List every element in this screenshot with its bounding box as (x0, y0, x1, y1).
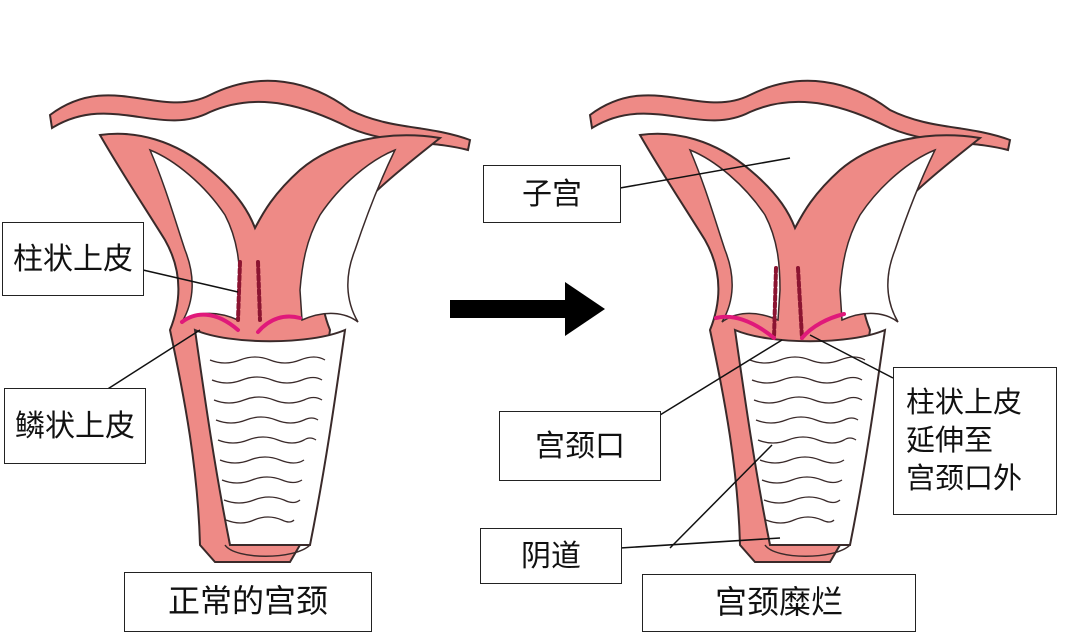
diagram-canvas (50, 80, 1010, 563)
normal-cervix-drawing (50, 80, 470, 563)
label-uterus-text: 子宫 (522, 176, 582, 212)
caption-erosion-text: 宫颈糜烂 (714, 583, 843, 622)
extension-line-1: 柱状上皮 (906, 385, 1023, 420)
extended-columnar-epithelium-mark (772, 266, 804, 340)
label-columnar-epithelium: 柱状上皮 (2, 222, 144, 296)
label-uterus: 子宫 (483, 165, 621, 223)
label-columnar-extension: 柱状上皮 延伸至 宫颈口外 (893, 367, 1057, 515)
extension-line-2: 延伸至 (906, 423, 994, 458)
label-vagina-text: 阴道 (521, 538, 581, 574)
extension-line-3: 宫颈口外 (906, 460, 1023, 495)
caption-normal-text: 正常的宫颈 (167, 582, 328, 621)
caption-cervical-erosion: 宫颈糜烂 (642, 574, 916, 632)
label-squamous-text: 鳞状上皮 (15, 408, 135, 444)
label-cervical-os: 宫颈口 (499, 411, 661, 481)
caption-normal-cervix: 正常的宫颈 (124, 572, 372, 632)
leader-lines (102, 157, 894, 549)
transition-arrow (450, 282, 605, 336)
label-columnar-text: 柱状上皮 (13, 241, 133, 277)
columnar-epithelium-mark (236, 260, 262, 322)
label-squamous-epithelium: 鳞状上皮 (4, 388, 146, 464)
squamous-epithelium-mark (180, 312, 302, 334)
erosion-cervix-drawing (590, 80, 1010, 563)
squamous-epithelium-mark-right (714, 312, 846, 340)
label-os-text: 宫颈口 (535, 428, 625, 464)
label-vagina: 阴道 (480, 528, 622, 584)
